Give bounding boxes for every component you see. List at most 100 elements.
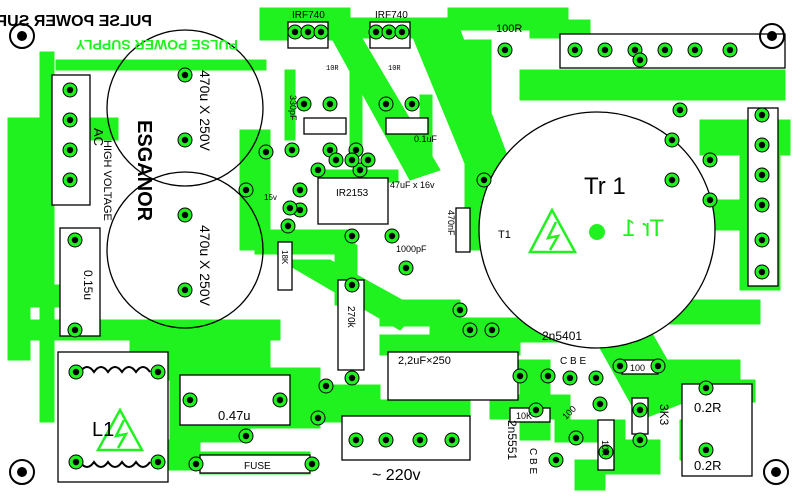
pad-hole	[66, 86, 74, 94]
pad-hole	[304, 28, 312, 36]
labels: PULSE POWER SUPPLY PULSE POWER SUPPLY ES…	[0, 10, 721, 484]
pad-hole	[356, 166, 364, 174]
pad-hole	[154, 368, 162, 376]
pad-hole	[636, 56, 644, 64]
pad-hole	[242, 432, 250, 440]
r10r-b-label: 10R	[388, 65, 401, 73]
pad-hole	[571, 46, 579, 54]
pad-hole	[668, 176, 676, 184]
pad-hole	[706, 156, 714, 164]
pad-hole	[314, 166, 322, 174]
pad-hole	[242, 186, 250, 194]
pad-hole	[532, 406, 540, 414]
pad-hole	[181, 136, 189, 144]
cap22-label: 2,2uF×250	[398, 355, 451, 367]
pad-hole	[181, 211, 189, 219]
pad-hole	[317, 28, 325, 36]
cap047-label: 0.47u	[218, 408, 251, 423]
pad-hole	[592, 374, 600, 382]
pad-hole	[154, 458, 162, 466]
r3k3-label: 3K3	[657, 404, 671, 426]
pad-hole	[284, 222, 292, 230]
r18k-label: 18K	[280, 250, 289, 265]
pad-hole	[448, 436, 456, 444]
pad-hole	[398, 28, 406, 36]
pad-hole	[326, 100, 334, 108]
q1-label: IRF740	[292, 10, 325, 21]
pad-hole	[71, 236, 79, 244]
pad-hole	[758, 268, 766, 276]
pad-hole	[186, 396, 194, 404]
pad-hole	[602, 448, 610, 456]
pad-hole	[631, 46, 639, 54]
pad-hole	[596, 400, 604, 408]
cap330-label: 330pF	[288, 95, 298, 121]
r10k-a-label: 10K	[516, 411, 532, 421]
t1-label: T1	[498, 229, 511, 241]
pad-hole	[758, 171, 766, 179]
pad-hole	[352, 146, 360, 154]
mounting-holes	[9, 23, 789, 485]
pad-hole	[702, 384, 710, 392]
cap47-label: 47uF x 16v	[390, 180, 435, 190]
pad-hole	[668, 136, 676, 144]
r100-label: 100	[630, 363, 645, 373]
warning-triangle-icon	[95, 407, 145, 452]
pad-hole	[322, 382, 330, 390]
q3-label: 2n5401	[542, 329, 582, 343]
pad-hole	[488, 326, 496, 334]
pins-cbe-bot-label: C B E	[527, 448, 538, 474]
pad-hole	[388, 232, 396, 240]
pad-hole	[654, 362, 662, 370]
q4-label: 2n5551	[505, 420, 519, 460]
pad-hole	[382, 436, 390, 444]
pad-hole	[308, 460, 316, 468]
pad-hole	[758, 236, 766, 244]
tr1-mirrored-label: Tr 1	[622, 215, 664, 242]
solder-pads	[62, 24, 770, 472]
pad-hole	[296, 186, 304, 194]
pad-hole	[516, 372, 524, 380]
r02b-label: 0.2R	[694, 458, 721, 473]
inductor-coils	[79, 366, 151, 468]
pad-hole	[601, 46, 609, 54]
pad-hole	[276, 396, 284, 404]
warning-icons	[95, 207, 578, 452]
pad-hole	[348, 374, 356, 382]
pad-hole	[288, 146, 296, 154]
pad-hole	[372, 28, 380, 36]
ac-label: AC	[91, 128, 106, 146]
tr1-label: Tr 1	[584, 173, 626, 200]
pad-hole	[706, 196, 714, 204]
warning-triangle-icon	[527, 207, 578, 254]
pad-hole	[552, 456, 560, 464]
pad-hole	[726, 46, 734, 54]
pad-hole	[758, 201, 766, 209]
pad-hole	[676, 106, 684, 114]
pad-hole	[501, 46, 509, 54]
pins-cbe-top-label: C B E	[560, 356, 586, 367]
pad-hole	[332, 156, 340, 164]
fuse-label: FUSE	[244, 461, 271, 472]
pad-hole	[66, 146, 74, 154]
pad-hole	[181, 71, 189, 79]
pad-hole	[402, 264, 410, 272]
pad-hole	[296, 206, 304, 214]
green-title: PULSE POWER SUPPLY	[75, 37, 238, 53]
cap2-label: 470u X 250V	[197, 225, 213, 307]
pad-hole	[72, 368, 80, 376]
brand-sub: HIGH VOLTAGE	[101, 140, 113, 221]
pad-hole	[72, 458, 80, 466]
pad-hole	[758, 111, 766, 119]
pad-hole	[691, 46, 699, 54]
pad-hole	[544, 372, 552, 380]
pad-hole	[416, 436, 424, 444]
pad-hole	[262, 148, 270, 156]
r270k-label: 270k	[345, 306, 356, 329]
pad-hole	[408, 100, 416, 108]
pad-hole	[348, 281, 356, 289]
l1-label: L1	[92, 419, 114, 441]
r02a-label: 0.2R	[694, 400, 721, 415]
pad-hole	[466, 326, 474, 334]
